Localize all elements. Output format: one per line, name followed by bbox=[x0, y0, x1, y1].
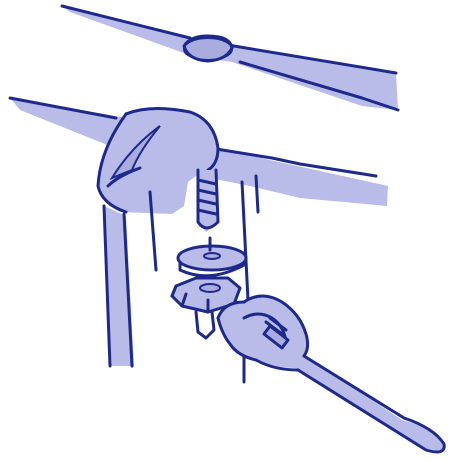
adjustable-wrench bbox=[218, 296, 446, 452]
threaded-shank bbox=[198, 170, 218, 232]
washer bbox=[178, 238, 246, 276]
countertop-back-edge bbox=[62, 6, 398, 110]
